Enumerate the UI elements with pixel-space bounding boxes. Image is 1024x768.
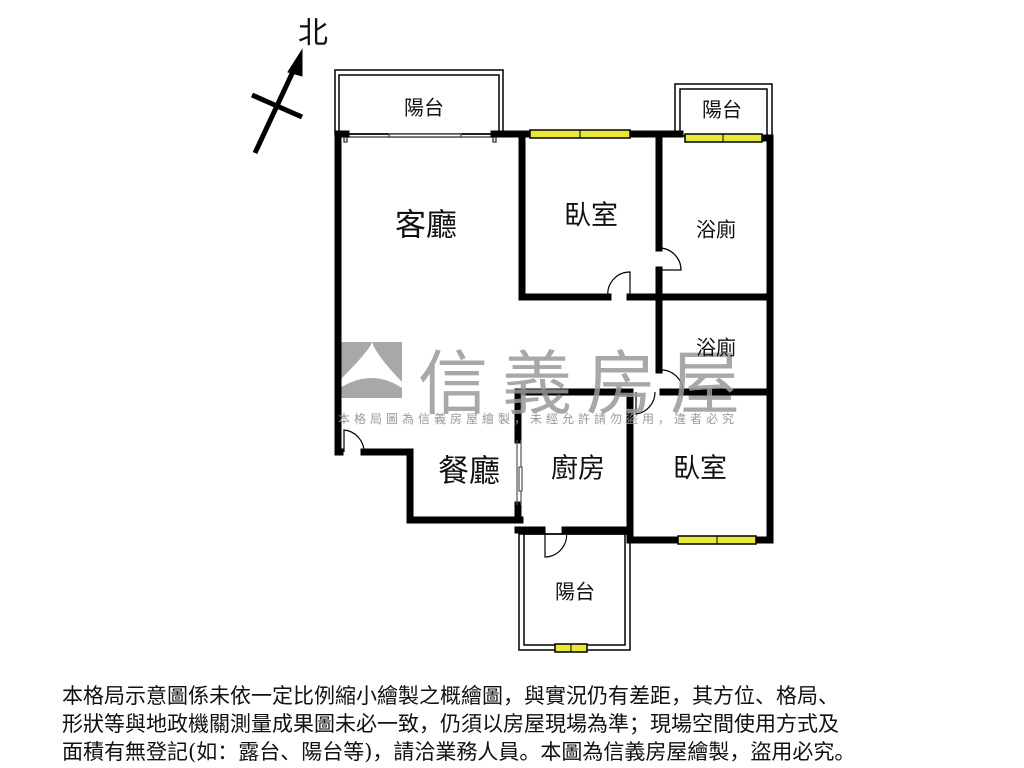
windows xyxy=(529,129,763,653)
room-label-balcony-northeast: 陽台 xyxy=(702,97,742,122)
kitchen-pass-through xyxy=(516,440,523,505)
room-label-dining-room: 餐廳 xyxy=(438,453,500,490)
room-label-bathroom-north: 浴廁 xyxy=(696,217,736,242)
room-label-bathroom-middle: 浴廁 xyxy=(696,335,736,360)
north-arrow-icon xyxy=(250,48,304,155)
watermark-notice: 本格局圖為信義房屋繪製，未經允許請勿盜用，違者必究 xyxy=(338,412,739,426)
floor-plan: 信義房屋 本格局圖為信義房屋繪製，未經允許請勿盜用，違者必究 北 陽台 陽台 客… xyxy=(250,16,774,653)
room-label-balcony-north: 陽台 xyxy=(404,95,444,120)
disclaimer-line: 本格局示意圖係未依一定比例縮小繪製之概繪圖，與實況仍有差距，其方位、格局、 xyxy=(62,684,839,708)
room-label-balcony-south: 陽台 xyxy=(555,579,595,604)
walls xyxy=(334,130,774,544)
disclaimer-line: 形狀等與地政機關測量成果圖未必一致，仍須以房屋現場為準；現場空間使用方式及 xyxy=(62,712,839,736)
north-label: 北 xyxy=(298,16,328,51)
sinyi-logo-icon xyxy=(338,342,402,398)
room-label-bedroom-south: 臥室 xyxy=(673,453,727,485)
watermark-brand: 信義房屋 xyxy=(418,343,754,425)
room-label-bedroom-north: 臥室 xyxy=(564,200,618,232)
room-label-living-room: 客廳 xyxy=(395,207,457,244)
floor-plan-drawing xyxy=(250,48,774,653)
room-label-kitchen: 廚房 xyxy=(551,453,605,485)
doors xyxy=(343,247,684,558)
disclaimer: 本格局示意圖係未依一定比例縮小繪製之概繪圖，與實況仍有差距，其方位、格局、 形狀… xyxy=(62,682,982,766)
disclaimer-line: 面積有無登記(如：露台、陽台等)，請洽業務人員。本圖為信義房屋繪製，盜用必究。 xyxy=(62,740,856,764)
